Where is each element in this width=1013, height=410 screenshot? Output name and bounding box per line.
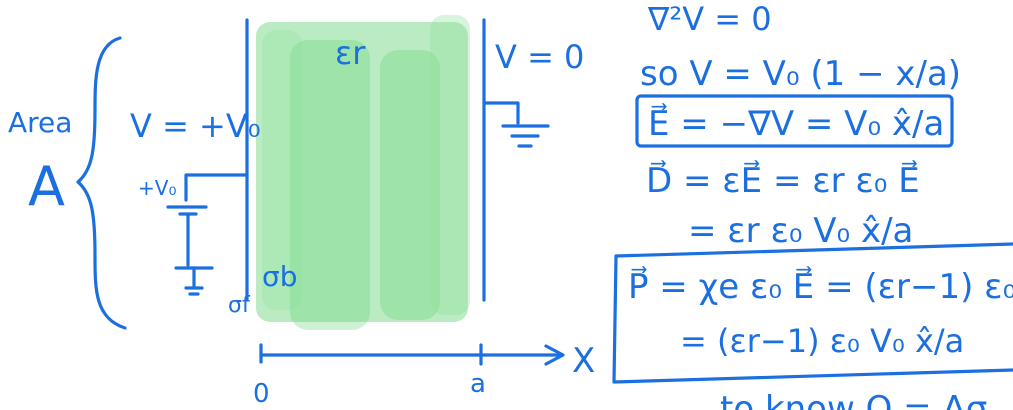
area-symbol: A xyxy=(28,155,65,218)
laplace-equation: ∇²V = 0 xyxy=(647,0,772,38)
field-equation: E⃗ = −∇V = V₀ x̂/a xyxy=(648,103,944,144)
bound-charge-label: σb xyxy=(262,260,298,293)
area-brace xyxy=(76,36,127,330)
free-charge-label: σf xyxy=(228,293,251,318)
permittivity-label: εr xyxy=(335,34,366,72)
axis-tick-start: 0 xyxy=(253,379,270,409)
displacement-equation: D⃗ = εE⃗ = εr ε₀ E⃗ xyxy=(646,160,920,201)
x-axis xyxy=(259,343,565,366)
right-plate-potential: V = 0 xyxy=(495,38,584,76)
ground-symbol xyxy=(482,101,550,148)
polarization-equation: P⃗ = χe ε₀ E⃗ = (εr−1) ε₀ E⃗ xyxy=(628,266,1013,307)
charge-note: to know Q = Aσ xyxy=(720,389,987,410)
axis-variable: X xyxy=(572,341,595,381)
left-plate-potential: V = +V₀ xyxy=(130,107,261,145)
polarization-equation-2: = (εr−1) ε₀ V₀ x̂/a xyxy=(680,322,964,360)
area-word: Area xyxy=(8,106,72,139)
axis-tick-end: a xyxy=(470,369,486,399)
potential-equation: so V = V₀ (1 − x/a) xyxy=(640,54,961,94)
battery-symbol xyxy=(166,173,249,296)
displacement-equation-2: = εr ε₀ V₀ x̂/a xyxy=(688,211,913,251)
field-box xyxy=(635,94,954,148)
dielectric-slab xyxy=(256,15,470,330)
polarization-box xyxy=(612,242,1013,384)
battery-label: +V₀ xyxy=(138,176,176,200)
